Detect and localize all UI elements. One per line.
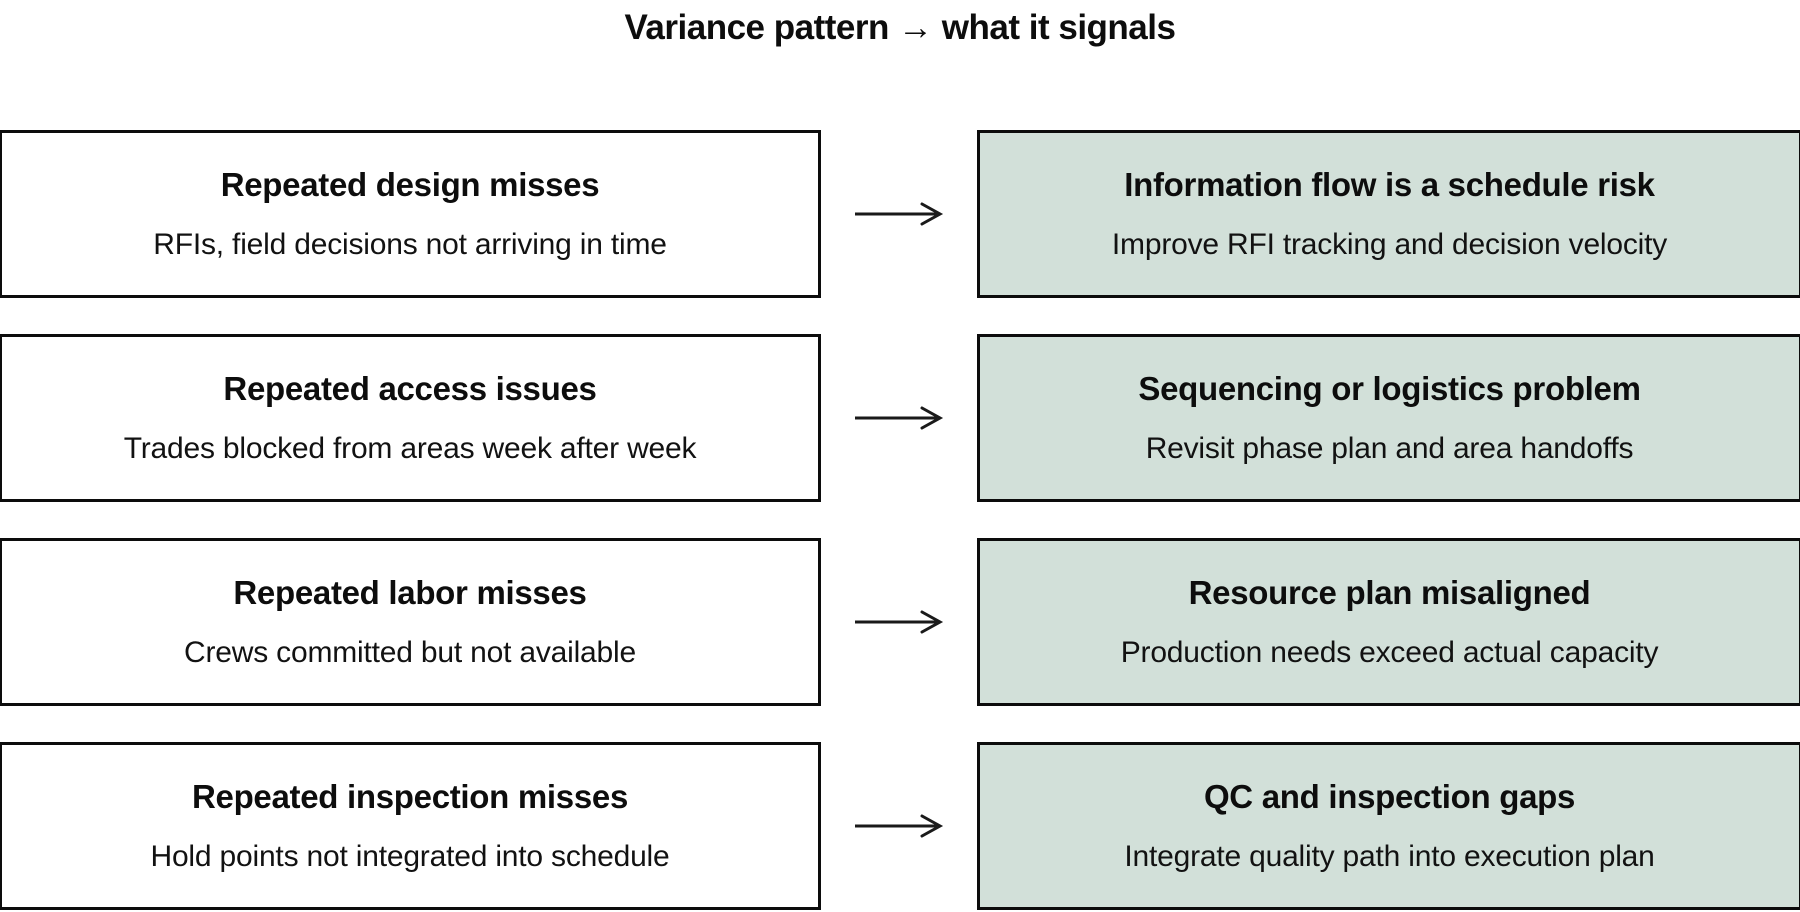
pattern-box-inspection: Repeated inspection misses Hold points n… xyxy=(0,742,821,910)
pattern-heading: Repeated labor misses xyxy=(233,574,587,612)
right-arrow-icon xyxy=(854,406,943,430)
signal-box-information-flow: Information flow is a schedule risk Impr… xyxy=(977,130,1800,298)
signal-heading: Sequencing or logistics problem xyxy=(1138,370,1641,408)
pattern-box-design: Repeated design misses RFIs, field decis… xyxy=(0,130,821,298)
diagram-row-labor: Repeated labor misses Crews committed bu… xyxy=(0,538,1800,706)
pattern-detail: RFIs, field decisions not arriving in ti… xyxy=(153,227,667,261)
arrow-cell xyxy=(821,130,977,298)
pattern-detail: Trades blocked from areas week after wee… xyxy=(123,431,697,465)
signal-heading: QC and inspection gaps xyxy=(1203,778,1576,816)
signal-detail: Integrate quality path into execution pl… xyxy=(1124,839,1655,873)
right-arrow-icon xyxy=(854,202,943,226)
diagram-row-access: Repeated access issues Trades blocked fr… xyxy=(0,334,1800,502)
pattern-detail: Hold points not integrated into schedule xyxy=(150,839,670,873)
diagram-title: Variance pattern → what it signals xyxy=(624,8,1176,47)
signal-detail: Production needs exceed actual capacity xyxy=(1120,635,1659,669)
pattern-detail: Crews committed but not available xyxy=(184,635,636,669)
pattern-box-labor: Repeated labor misses Crews committed bu… xyxy=(0,538,821,706)
pattern-heading: Repeated inspection misses xyxy=(191,778,629,816)
signal-heading: Resource plan misaligned xyxy=(1188,574,1591,612)
signal-detail: Revisit phase plan and area handoffs xyxy=(1145,431,1634,465)
signal-box-qc-gaps: QC and inspection gaps Integrate quality… xyxy=(977,742,1800,910)
pattern-box-access: Repeated access issues Trades blocked fr… xyxy=(0,334,821,502)
diagram-row-inspection: Repeated inspection misses Hold points n… xyxy=(0,742,1800,910)
right-arrow-icon xyxy=(854,814,943,838)
diagram-rows: Repeated design misses RFIs, field decis… xyxy=(0,130,1800,910)
signal-box-sequencing: Sequencing or logistics problem Revisit … xyxy=(977,334,1800,502)
arrow-cell xyxy=(821,334,977,502)
signal-box-resource-plan: Resource plan misaligned Production need… xyxy=(977,538,1800,706)
arrow-cell xyxy=(821,742,977,910)
signal-heading: Information flow is a schedule risk xyxy=(1124,166,1655,204)
right-arrow-icon xyxy=(854,610,943,634)
pattern-heading: Repeated design misses xyxy=(220,166,600,204)
diagram-row-design: Repeated design misses RFIs, field decis… xyxy=(0,130,1800,298)
pattern-heading: Repeated access issues xyxy=(223,370,597,408)
arrow-cell xyxy=(821,538,977,706)
signal-detail: Improve RFI tracking and decision veloci… xyxy=(1111,227,1668,261)
